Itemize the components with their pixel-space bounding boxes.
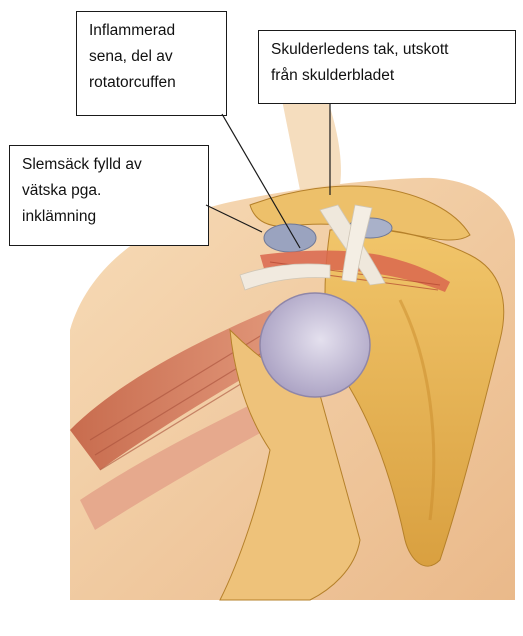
callout-bursa: Slemsäck fylld av vätska pga. inklämning [9, 145, 209, 246]
bursa [264, 224, 316, 252]
callout-acromion: Skulderledens tak, utskott från skulderb… [258, 30, 516, 104]
callout-inflamed-tendon: Inflammerad sena, del av rotatorcuffen [76, 11, 227, 116]
humeral-head [260, 293, 370, 397]
